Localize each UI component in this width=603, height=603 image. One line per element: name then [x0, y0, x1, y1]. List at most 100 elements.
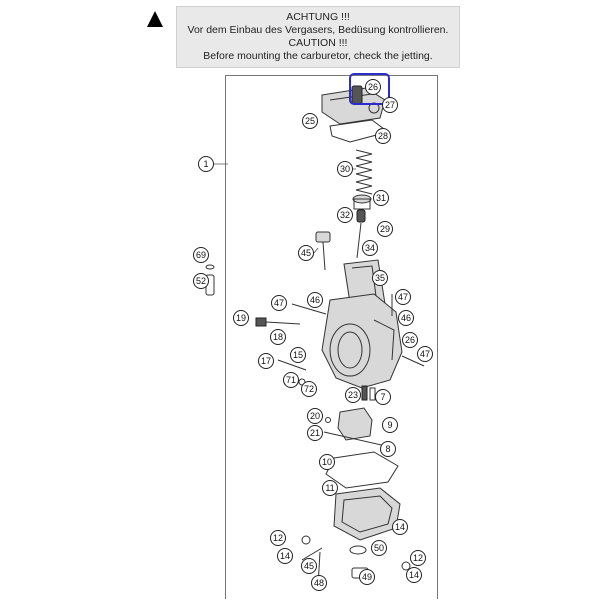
callout-label: 14 [409, 570, 419, 580]
callout-label: 19 [236, 313, 246, 323]
callout-label: 47 [398, 292, 408, 302]
carburetor-body [321, 293, 403, 389]
callout-label: 46 [310, 295, 320, 305]
callout: 47 [271, 295, 287, 311]
callout-label: 18 [273, 332, 283, 342]
callout: 11 [322, 480, 338, 496]
caution-notice: ACHTUNG !!! Vor dem Einbau des Vergasers… [176, 6, 460, 68]
callout: 34 [362, 240, 378, 256]
diagram-frame [225, 75, 438, 599]
air-screw-left [255, 317, 301, 327]
callout-label: 15 [293, 350, 303, 360]
callout: 21 [307, 425, 323, 441]
callout-label: 45 [301, 248, 311, 258]
callout: 15 [290, 347, 306, 363]
callout-label: 28 [378, 131, 388, 141]
callout-label: 52 [196, 276, 206, 286]
callout-label: 10 [322, 457, 332, 467]
callout: 31 [373, 190, 389, 206]
highlight-box [349, 73, 390, 105]
leader-45 [313, 247, 319, 254]
idle-screw-top [315, 231, 331, 271]
callout: 47 [395, 289, 411, 305]
callout: 18 [270, 329, 286, 345]
callout: 71 [283, 372, 299, 388]
callout: 10 [319, 454, 335, 470]
callout-label: 9 [387, 420, 392, 430]
callout: 12 [410, 550, 426, 566]
callout: 23 [345, 387, 361, 403]
float-bowl [333, 487, 401, 541]
needle-retainer [352, 194, 372, 210]
callout-label: 48 [314, 578, 324, 588]
callout-label: 47 [420, 349, 430, 359]
callout-label: 20 [310, 411, 320, 421]
callout: 48 [311, 575, 327, 591]
callout: 29 [377, 221, 393, 237]
callout: 35 [372, 270, 388, 286]
callout-label: 23 [348, 390, 358, 400]
callout-label: 34 [365, 243, 375, 253]
screw-47-right-lower [401, 355, 425, 367]
screw-47-left [291, 303, 327, 315]
callout: 45 [301, 558, 317, 574]
callout-label: 50 [374, 543, 384, 553]
callout: 28 [375, 128, 391, 144]
callout: 46 [398, 310, 414, 326]
callout: 52 [193, 273, 209, 289]
callout: 69 [193, 247, 209, 263]
callout-label: 26 [405, 335, 415, 345]
callout-label: 49 [362, 572, 372, 582]
callout: 14 [406, 567, 422, 583]
notice-line-4: Before mounting the carburetor, check th… [203, 50, 433, 62]
callout: 50 [371, 540, 387, 556]
callout-label: 1 [203, 159, 208, 169]
callout: 14 [392, 519, 408, 535]
callout-label: 35 [375, 273, 385, 283]
callout: 17 [258, 353, 274, 369]
callout-label: 12 [273, 533, 283, 543]
main-jets [361, 385, 376, 401]
callout: 8 [380, 441, 396, 457]
callout-label: 17 [261, 356, 271, 366]
callout-label: 27 [385, 100, 395, 110]
float-parts [323, 407, 387, 447]
callout: 19 [233, 310, 249, 326]
callout-label: 7 [380, 392, 385, 402]
jet-needle [356, 222, 362, 259]
callout-label: 47 [274, 298, 284, 308]
needle-holder [356, 209, 366, 223]
callout-label: 31 [376, 193, 386, 203]
warning-icon [147, 11, 163, 27]
callout: 14 [277, 548, 293, 564]
callout: 49 [359, 569, 375, 585]
callout-label: 21 [310, 428, 320, 438]
callout: 47 [417, 346, 433, 362]
notice-line-3: CAUTION !!! [288, 37, 348, 49]
callout: 26 [402, 332, 418, 348]
callout: 72 [301, 381, 317, 397]
callout-label: 45 [304, 561, 314, 571]
callout: 30 [337, 161, 353, 177]
callout-label: 32 [340, 210, 350, 220]
callout-label: 11 [325, 483, 334, 493]
callout: 12 [270, 530, 286, 546]
callout-label: 25 [305, 116, 315, 126]
top-gasket [329, 119, 390, 143]
callout-label: 12 [413, 553, 423, 563]
callout-label: 26 [368, 82, 378, 92]
callout: 26 [365, 79, 381, 95]
callout-label: 46 [401, 313, 411, 323]
callout-label: 71 [286, 375, 296, 385]
callout-label: 69 [196, 250, 206, 260]
throttle-spring [355, 149, 373, 195]
callout: 7 [375, 389, 391, 405]
callout-label: 8 [385, 444, 390, 454]
callout-label: 72 [304, 384, 314, 394]
callout: 27 [382, 97, 398, 113]
notice-line-1: ACHTUNG !!! [286, 11, 350, 23]
callout: 9 [382, 417, 398, 433]
notice-line-2: Vor dem Einbau des Vergasers, Bedüsung k… [187, 24, 449, 36]
callout: 1 [198, 156, 214, 172]
